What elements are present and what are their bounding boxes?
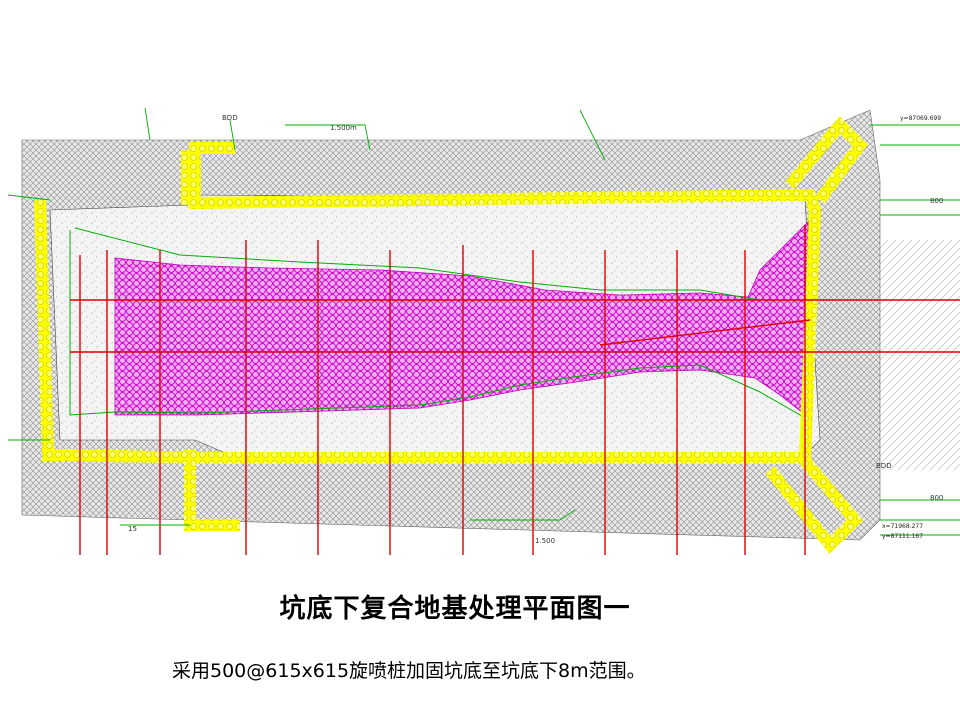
coord-label-bottom-right-1: x=71968.277: [882, 523, 923, 530]
label-800-right2: 800: [930, 494, 943, 502]
foundation-plan-drawing: y=87069.699 x=71968.277 y=87111.167 BDD …: [7, 107, 960, 555]
corner-brace-top-right: [785, 116, 868, 204]
label-bottom-mid: 1.500: [535, 537, 555, 545]
corner-brace-bottom-right: [765, 451, 864, 554]
drawing-description: 采用500@615x615旋喷桩加固坑底至坑底下8m范围。: [172, 660, 646, 682]
coord-label-bottom-right-2: y=87111.167: [882, 533, 923, 540]
inner-boundary-line: [69, 230, 813, 431]
inner-boundary-line-top: [74, 227, 761, 301]
label-15: 15: [128, 525, 137, 533]
leader-lines: [7, 107, 960, 536]
drawing-title: 坑底下复合地基处理平面图一: [279, 594, 631, 624]
label-bdd-top: BDD: [222, 114, 238, 122]
label-800-right: 800: [930, 197, 943, 205]
coord-label-top-right: y=87069.699: [900, 115, 941, 122]
label-bdd-right: BDD: [876, 462, 892, 470]
label-top-mid: 1.500m: [330, 124, 357, 132]
section-lines: [70, 225, 960, 555]
